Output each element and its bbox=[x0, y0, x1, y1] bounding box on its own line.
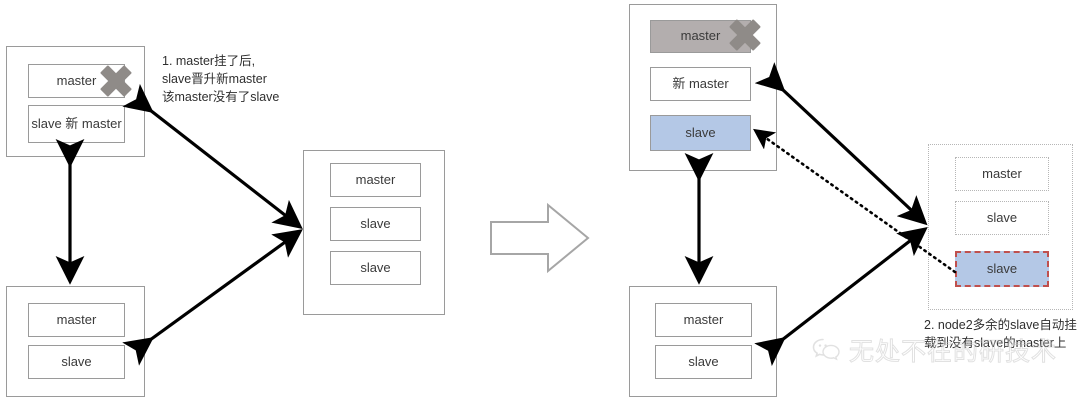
before-node2-proc-slave-1: slave bbox=[330, 207, 421, 241]
before-node1-proc-slave: slave 新 master bbox=[28, 105, 125, 143]
after-node3-proc-master: master bbox=[655, 303, 752, 337]
arrow-after-node1-node2 bbox=[754, 62, 928, 226]
arrow-before-node3-node2 bbox=[122, 229, 303, 366]
before-node1-proc-master: master bbox=[28, 64, 125, 98]
before-node1-container: master slave 新 master bbox=[6, 46, 145, 157]
before-node3-container: master slave bbox=[6, 286, 145, 397]
before-node2-proc-slave-2: slave bbox=[330, 251, 421, 285]
after-node2-proc-slave-highlighted: slave bbox=[955, 251, 1049, 287]
right-arrow-icon bbox=[490, 202, 590, 274]
before-node2-proc-master: master bbox=[330, 163, 421, 197]
note-2: 2. node2多余的slave自动挂 载到没有slave的master上 bbox=[924, 318, 1077, 351]
after-node2-proc-master: master bbox=[955, 157, 1049, 191]
after-node2-container: master slave slave bbox=[928, 144, 1073, 310]
after-node1-proc-new-master: 新 master bbox=[650, 67, 751, 101]
wechat-icon bbox=[812, 338, 840, 361]
before-node3-proc-master: master bbox=[28, 303, 125, 337]
arrow-after-node3-node2 bbox=[754, 227, 928, 367]
after-node2-proc-slave-1: slave bbox=[955, 201, 1049, 235]
before-node3-proc-slave: slave bbox=[28, 345, 125, 379]
after-node1-container: master 新 master slave bbox=[629, 4, 777, 171]
note-1: 1. master挂了后, slave晋升新master 该master没有了s… bbox=[162, 54, 280, 105]
arrow-slave-migration-dotted bbox=[753, 128, 957, 274]
after-node3-container: master slave bbox=[629, 286, 777, 397]
after-node3-proc-slave: slave bbox=[655, 345, 752, 379]
before-node2-container: master slave slave bbox=[303, 150, 445, 315]
after-node1-proc-slave: slave bbox=[650, 115, 751, 151]
after-node1-proc-master-dead: master bbox=[650, 20, 751, 53]
arrow-before-node1-node2 bbox=[122, 83, 303, 229]
